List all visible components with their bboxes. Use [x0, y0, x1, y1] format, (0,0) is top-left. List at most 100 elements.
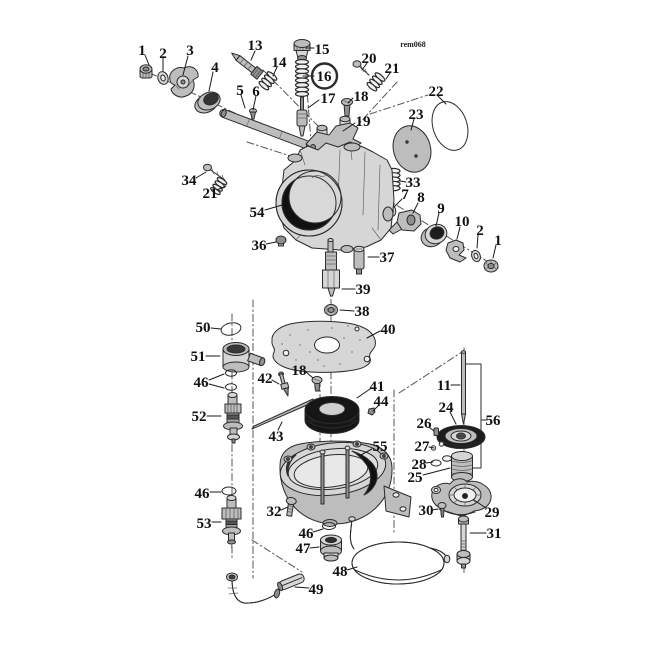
leader-line-46: [208, 373, 225, 381]
leader-line-47: [309, 546, 320, 549]
callout-33: 33: [406, 175, 421, 191]
leader-line-8: [412, 202, 419, 214]
part-48: [348, 516, 451, 585]
leader-line-13: [250, 50, 256, 61]
callout-34: 34: [182, 173, 198, 189]
leader-line-54: [264, 204, 283, 211]
part-4: [194, 91, 221, 114]
part-18b: [311, 376, 323, 392]
callout-6: 6: [252, 84, 260, 100]
part-21b: [210, 176, 228, 196]
part-34: [203, 163, 226, 181]
callout-10: 10: [455, 214, 470, 230]
part-39: [322, 238, 340, 297]
callout-5: 5: [236, 83, 244, 99]
callout-15: 15: [315, 42, 330, 58]
part-22: [431, 101, 469, 151]
callout-7: 7: [401, 187, 409, 203]
part-37: [353, 245, 365, 275]
callout-22: 22: [429, 84, 444, 100]
callout-1: 1: [138, 43, 146, 59]
part-1: [139, 64, 153, 79]
leader-line-55: [358, 448, 373, 457]
leader-line-19: [342, 122, 356, 132]
leader-line-18: [305, 371, 314, 379]
callout-3: 3: [186, 43, 194, 59]
callout-21: 21: [385, 61, 400, 77]
callout-56: 56: [486, 413, 502, 429]
part-41: [304, 396, 360, 434]
callout-25: 25: [408, 470, 423, 486]
callout-23: 23: [409, 107, 424, 123]
callout-38: 38: [355, 304, 370, 320]
callout-17: 17: [321, 91, 337, 107]
leader-line-17: [307, 99, 320, 109]
leader-line-1: [492, 244, 497, 259]
part-47: [320, 534, 342, 562]
part-24: [436, 425, 486, 449]
part-53: [221, 495, 242, 549]
part-46a: [225, 369, 237, 391]
leader-line-36: [265, 241, 277, 245]
callout-50: 50: [196, 320, 211, 336]
leader-line-29: [473, 499, 487, 509]
part-46b: [322, 522, 336, 530]
callout-13: 13: [248, 38, 263, 54]
part-10: [445, 239, 467, 263]
callout-37: 37: [380, 250, 396, 266]
part-8: [388, 209, 422, 235]
leader-line-10: [456, 226, 461, 240]
leader-line-48: [346, 566, 358, 571]
leader-line-22: [437, 95, 447, 105]
callout-21: 21: [203, 186, 218, 202]
leader-line-30: [431, 508, 439, 511]
callout-52: 52: [192, 409, 207, 425]
leader-line-3: [182, 55, 189, 76]
leader-line-25: [422, 467, 451, 476]
part-38: [324, 304, 338, 316]
callout-40: 40: [381, 322, 396, 338]
part-27: [430, 441, 445, 451]
callout-19: 19: [356, 114, 371, 130]
leader-line-40: [366, 330, 381, 339]
leader-line-46: [208, 383, 225, 389]
part-13: [231, 52, 264, 80]
callout-41: 41: [370, 379, 385, 395]
part-26: [433, 427, 439, 436]
watermark: rem068: [400, 40, 426, 49]
callout-11: 11: [437, 378, 451, 394]
leader-line-18: [347, 97, 354, 104]
callout-28: 28: [412, 457, 427, 473]
leader-line-49: [294, 586, 310, 589]
callout-30: 30: [419, 503, 434, 519]
leader-line-7: [393, 198, 403, 208]
part-11: [461, 350, 466, 425]
part-1b: [483, 259, 499, 273]
callout-4: 4: [211, 60, 219, 76]
highlight-circle: [310, 62, 339, 90]
callout-9: 9: [437, 201, 445, 217]
leader-line-23: [410, 118, 415, 131]
part-31: [456, 515, 471, 569]
leader-line-14: [272, 66, 278, 77]
callout-46: 46: [299, 526, 315, 542]
callout-1: 1: [494, 233, 502, 249]
leader-line-21: [385, 72, 391, 80]
part-25: [451, 451, 473, 482]
part-28: [430, 455, 452, 467]
callout-27: 27: [415, 439, 431, 455]
leader-line-42: [271, 379, 280, 385]
leader-line-32: [280, 506, 289, 511]
leader-line-46: [312, 528, 324, 533]
leader-line-20: [361, 62, 368, 71]
part-18: [341, 98, 353, 117]
callout-43: 43: [269, 429, 284, 445]
leader-line-41: [356, 388, 371, 399]
leader-line-34: [195, 171, 207, 179]
part-55: [279, 440, 412, 527]
callout-26: 26: [417, 416, 433, 432]
callout-2: 2: [476, 223, 484, 239]
leader-line-50: [210, 327, 222, 330]
callout-39: 39: [356, 282, 371, 298]
